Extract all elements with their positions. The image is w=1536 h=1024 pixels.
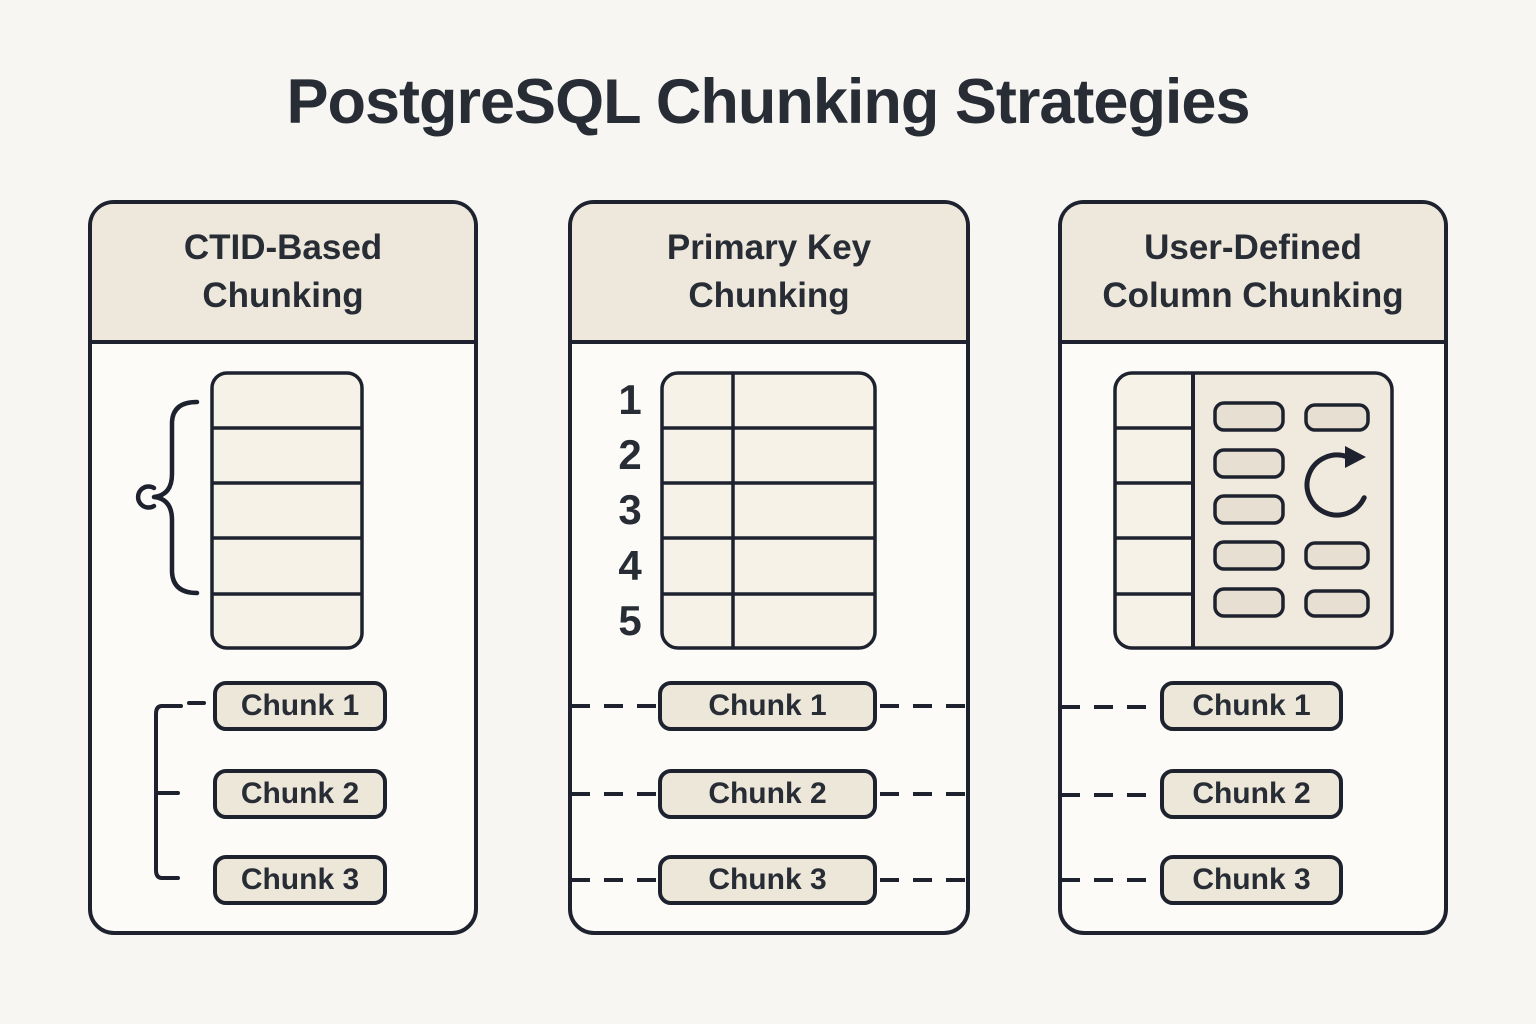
value-pills-left xyxy=(1213,401,1285,618)
ctid-chunk-2: Chunk 2 xyxy=(213,769,387,819)
ctid-table-graphic xyxy=(210,371,364,650)
panel-primary-key-header: Primary Key Chunking xyxy=(572,204,966,344)
refresh-icon xyxy=(1304,446,1367,518)
ctid-chunk-1: Chunk 1 xyxy=(213,681,387,731)
primary-key-chunk-1: Chunk 1 xyxy=(658,681,877,731)
value-pills-right xyxy=(1304,403,1370,618)
panel-ctid-title-line2: Chunking xyxy=(202,276,364,315)
panel-user-defined-title-line1: User-Defined xyxy=(1144,228,1362,267)
panel-user-defined: User-Defined Column Chunking xyxy=(1058,200,1448,935)
row-number-3: 3 xyxy=(618,486,642,533)
bracket-connector-icon xyxy=(154,701,206,880)
panel-user-defined-header: User-Defined Column Chunking xyxy=(1062,204,1444,344)
ctid-chunk-3: Chunk 3 xyxy=(213,855,387,905)
ctid-graphic xyxy=(135,371,364,880)
page-title: PostgreSQL Chunking Strategies xyxy=(286,67,1250,137)
user-defined-graphic xyxy=(1061,371,1394,882)
curly-brace-icon xyxy=(135,399,200,596)
user-defined-chunk-2: Chunk 2 xyxy=(1160,769,1343,819)
dashed-connector-icon xyxy=(571,704,968,882)
primary-key-chunk-3: Chunk 3 xyxy=(658,855,877,905)
row-number-4: 4 xyxy=(618,542,642,589)
panel-primary-key: Primary Key Chunking xyxy=(568,200,970,935)
row-number-2: 2 xyxy=(618,431,642,478)
primary-key-graphic xyxy=(571,371,968,882)
panel-ctid-title-line1: CTID-Based xyxy=(183,228,383,267)
panel-ctid-header: CTID-Based Chunking xyxy=(92,204,474,344)
panel-primary-key-title-line2: Chunking xyxy=(688,276,850,315)
user-defined-chunk-3: Chunk 3 xyxy=(1160,855,1343,905)
primary-key-chunk-2: Chunk 2 xyxy=(658,769,877,819)
panel-primary-key-title-line1: Primary Key xyxy=(666,228,872,267)
row-number-1: 1 xyxy=(618,376,642,423)
row-number-5: 5 xyxy=(618,597,642,644)
user-defined-chunk-1: Chunk 1 xyxy=(1160,681,1343,731)
primary-key-table-graphic xyxy=(660,371,877,650)
dashed-connector-icon xyxy=(1061,705,1158,882)
panel-ctid-based: CTID-Based Chunking xyxy=(88,200,478,935)
panel-user-defined-title-line2: Column Chunking xyxy=(1102,276,1404,315)
